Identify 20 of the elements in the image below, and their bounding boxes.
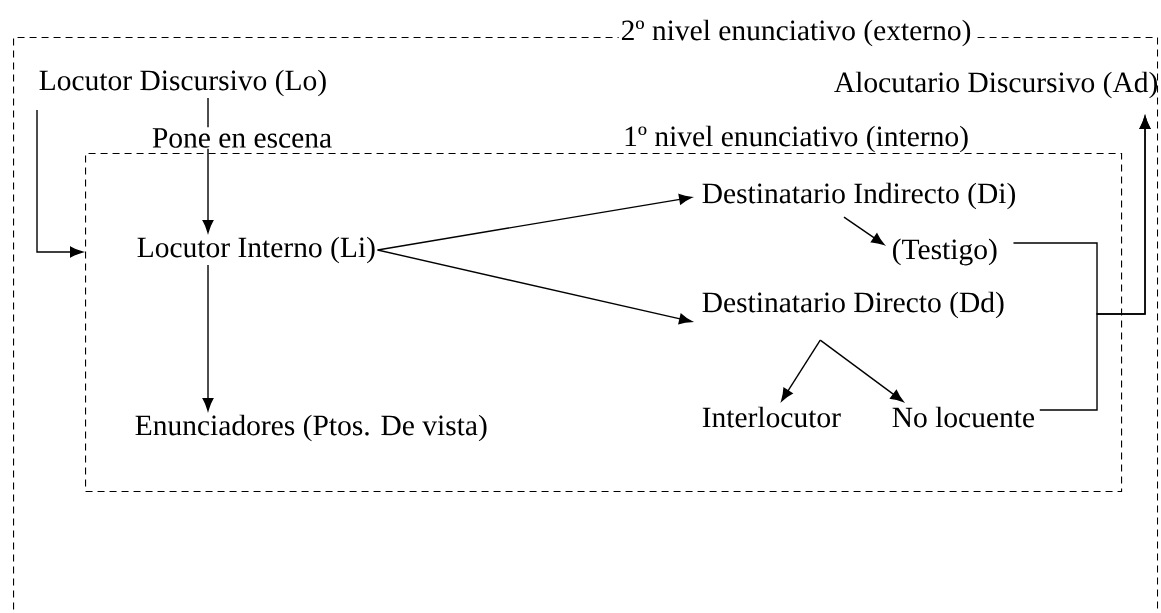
arrow <box>202 97 214 233</box>
node-label: Locutor Interno (Li) <box>137 236 375 264</box>
arrow <box>202 264 214 411</box>
node-label: (Testigo) <box>893 238 997 266</box>
node-label: 1º nivel enunciativo (interno) <box>625 125 968 153</box>
node-label: Interlocutor <box>702 406 841 428</box>
node-label: Destinatario Directo (Dd) <box>702 291 1004 319</box>
node-label: Locutor Discursivo (Lo) <box>39 69 326 97</box>
node-label: Enunciadores (Ptos. De vista) <box>135 414 487 442</box>
arrow <box>781 339 821 402</box>
arrow <box>376 249 693 325</box>
node-label: No locuente <box>892 406 1035 428</box>
node-label: Alocutario Discursivo (Ad) <box>834 71 1158 99</box>
arrow <box>1039 116 1151 411</box>
edge-label: Pone en escena <box>150 127 334 149</box>
node-label: Destinatario Indirecto (Di) <box>702 182 1015 210</box>
arrow <box>376 194 693 251</box>
arrow <box>819 339 904 402</box>
arrow <box>36 109 83 258</box>
arrow <box>843 216 885 246</box>
